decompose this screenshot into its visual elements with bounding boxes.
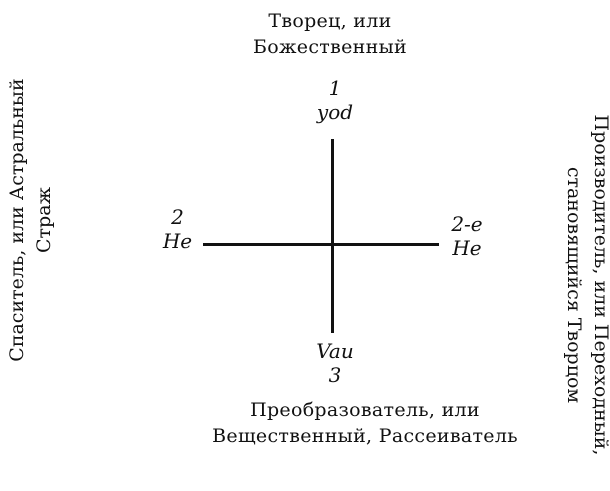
top-label-line2: Божественный <box>253 36 407 58</box>
left-label: Спаситель, или Астральный Страж <box>4 65 58 375</box>
vertical-axis-line <box>331 139 334 333</box>
bottom-point-number: 3 <box>328 363 342 387</box>
top-point-number: 1 <box>328 76 342 100</box>
right-label-line2: становящийся Творцом <box>563 166 585 404</box>
bottom-label: Преобразователь, или Вещественный, Рассе… <box>180 397 550 449</box>
left-point: 2 He <box>150 205 205 253</box>
horizontal-axis-line <box>203 243 439 246</box>
left-point-number: 2 <box>171 205 184 229</box>
right-point-number: 2-e <box>451 212 483 236</box>
right-label: Производитель, или Переходный, становящи… <box>560 110 610 460</box>
left-point-letter: He <box>162 229 193 253</box>
top-point-letter: yod <box>316 100 354 124</box>
bottom-point: Vau 3 <box>300 339 370 387</box>
top-label: Творец, или Божественный <box>215 8 445 60</box>
right-point-letter: He <box>452 236 482 260</box>
top-label-line1: Творец, или <box>268 10 392 32</box>
right-label-line1: Производитель, или Переходный, <box>590 114 610 456</box>
left-label-line2: Страж <box>33 186 55 254</box>
right-point: 2-e He <box>436 212 498 260</box>
left-label-line1: Спаситель, или Астральный <box>6 78 28 362</box>
bottom-label-line2: Вещественный, Рассеиватель <box>212 425 518 447</box>
top-point: 1 yod <box>300 76 370 124</box>
bottom-point-letter: Vau <box>316 339 354 363</box>
bottom-label-line1: Преобразователь, или <box>250 399 480 421</box>
